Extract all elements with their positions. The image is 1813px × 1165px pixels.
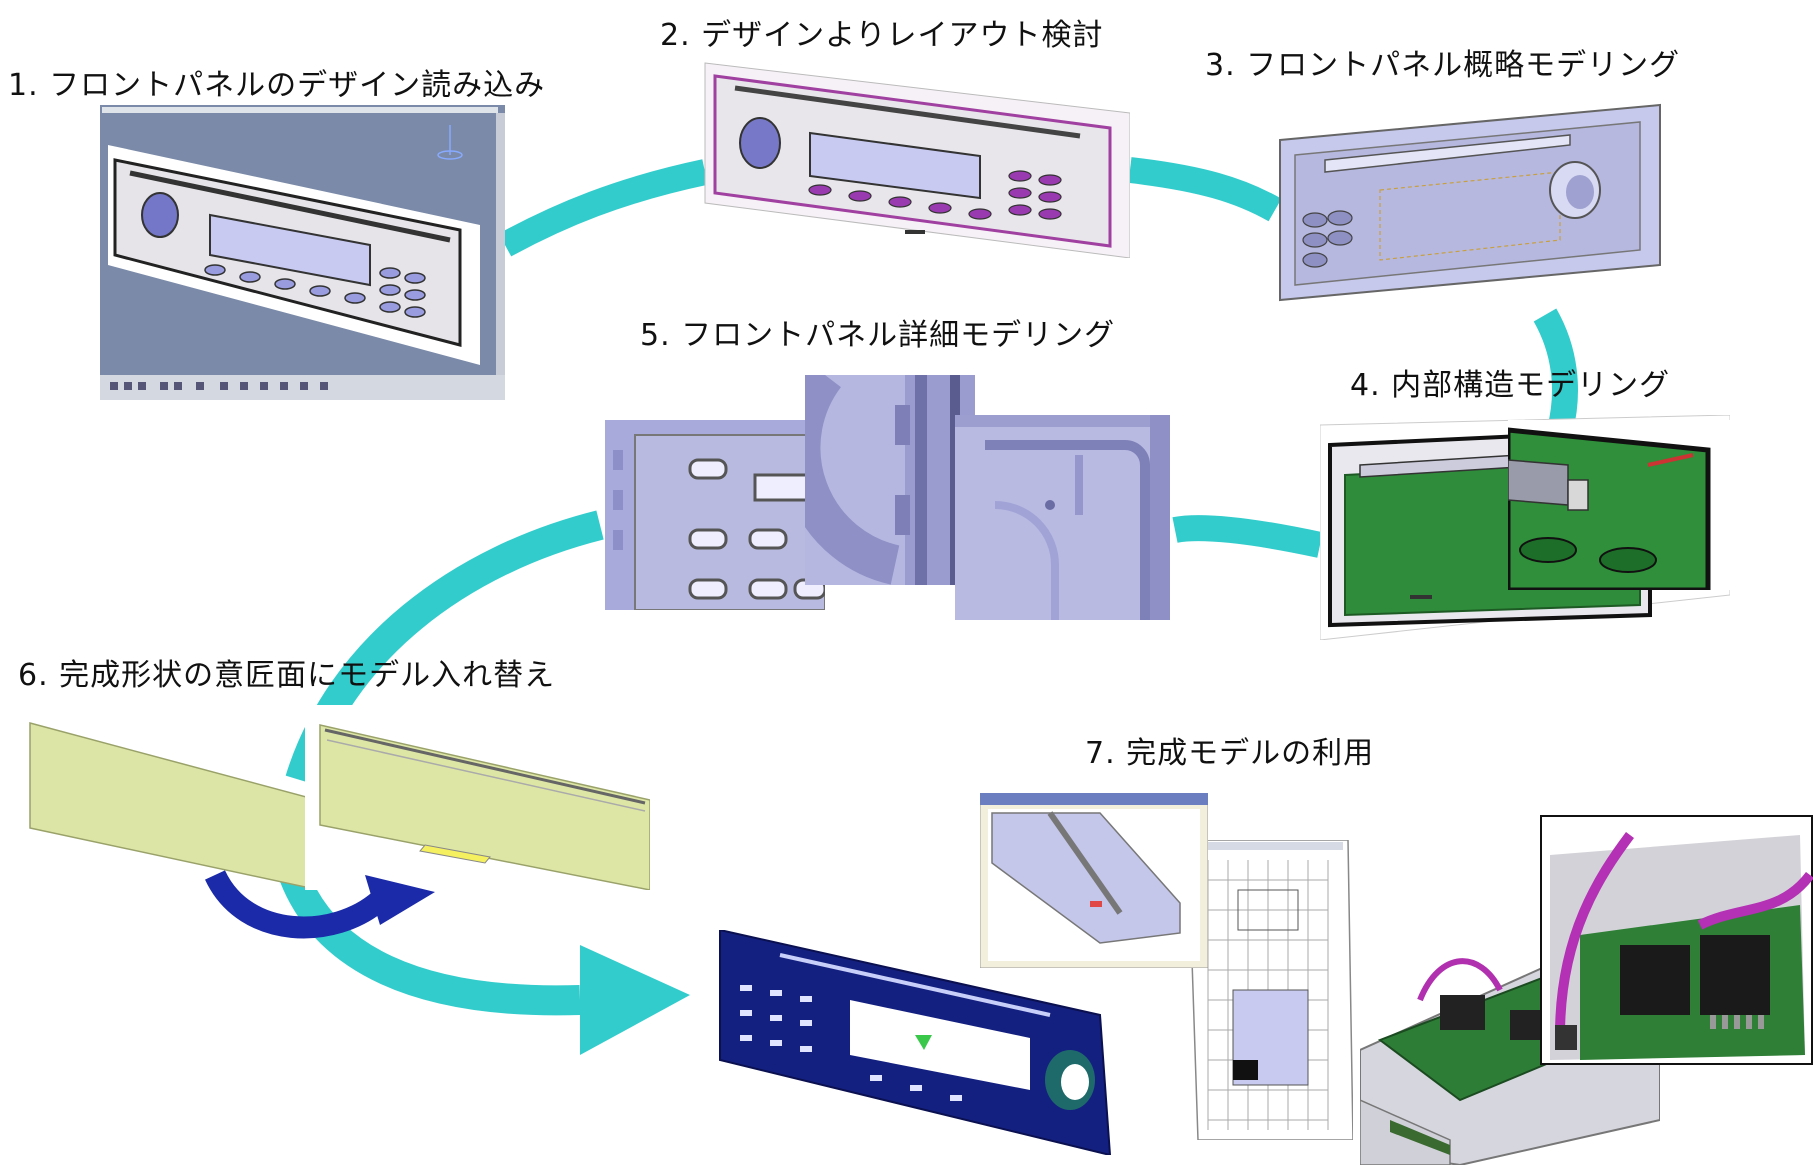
- flow-arrow-2-3: [1128, 157, 1282, 222]
- step-5-label: 5. フロントパネル詳細モデリング: [640, 318, 1116, 353]
- step-7-window-screenshot-image: [980, 793, 1208, 968]
- step-3-rough-model-image: [1270, 100, 1665, 315]
- step-7-assembly-zoom-inset-image: [1540, 815, 1813, 1065]
- step-5-detail-middle-image: [805, 375, 975, 585]
- flow-arrow-6-7: [275, 860, 581, 1016]
- step-3-label: 3. フロントパネル概略モデリング: [1205, 48, 1681, 83]
- step-2-label: 2. デザインよりレイアウト検討: [660, 18, 1104, 53]
- step-2-layout-image: [700, 58, 1130, 258]
- flow-arrow-1-2: [498, 159, 708, 257]
- step-5-detail-right-image: [955, 415, 1170, 620]
- step-1-label: 1. フロントパネルのデザイン読み込み: [8, 68, 546, 103]
- swap-arrow: [205, 870, 435, 939]
- step-6-label: 6. 完成形状の意匠面にモデル入れ替え: [18, 658, 556, 693]
- flow-arrow-4-5: [1172, 515, 1323, 558]
- flow-arrow-3-4: [1533, 308, 1578, 434]
- step-6-design-surface-image: [305, 705, 650, 890]
- step-1-cad-window-image: [100, 105, 505, 400]
- step-6-rough-surface-image: [20, 718, 310, 888]
- step-4-zoom-inset-image: [1508, 420, 1730, 590]
- flow-arrowhead-6-7: [580, 945, 690, 1055]
- step-7-layout-drawing-image: [1188, 840, 1353, 1140]
- step-7-fem-analysis-image: [700, 930, 1120, 1155]
- step-4-label: 4. 内部構造モデリング: [1350, 368, 1671, 403]
- step-5-detail-left-image: [605, 420, 825, 610]
- step-7-label: 7. 完成モデルの利用: [1085, 736, 1375, 771]
